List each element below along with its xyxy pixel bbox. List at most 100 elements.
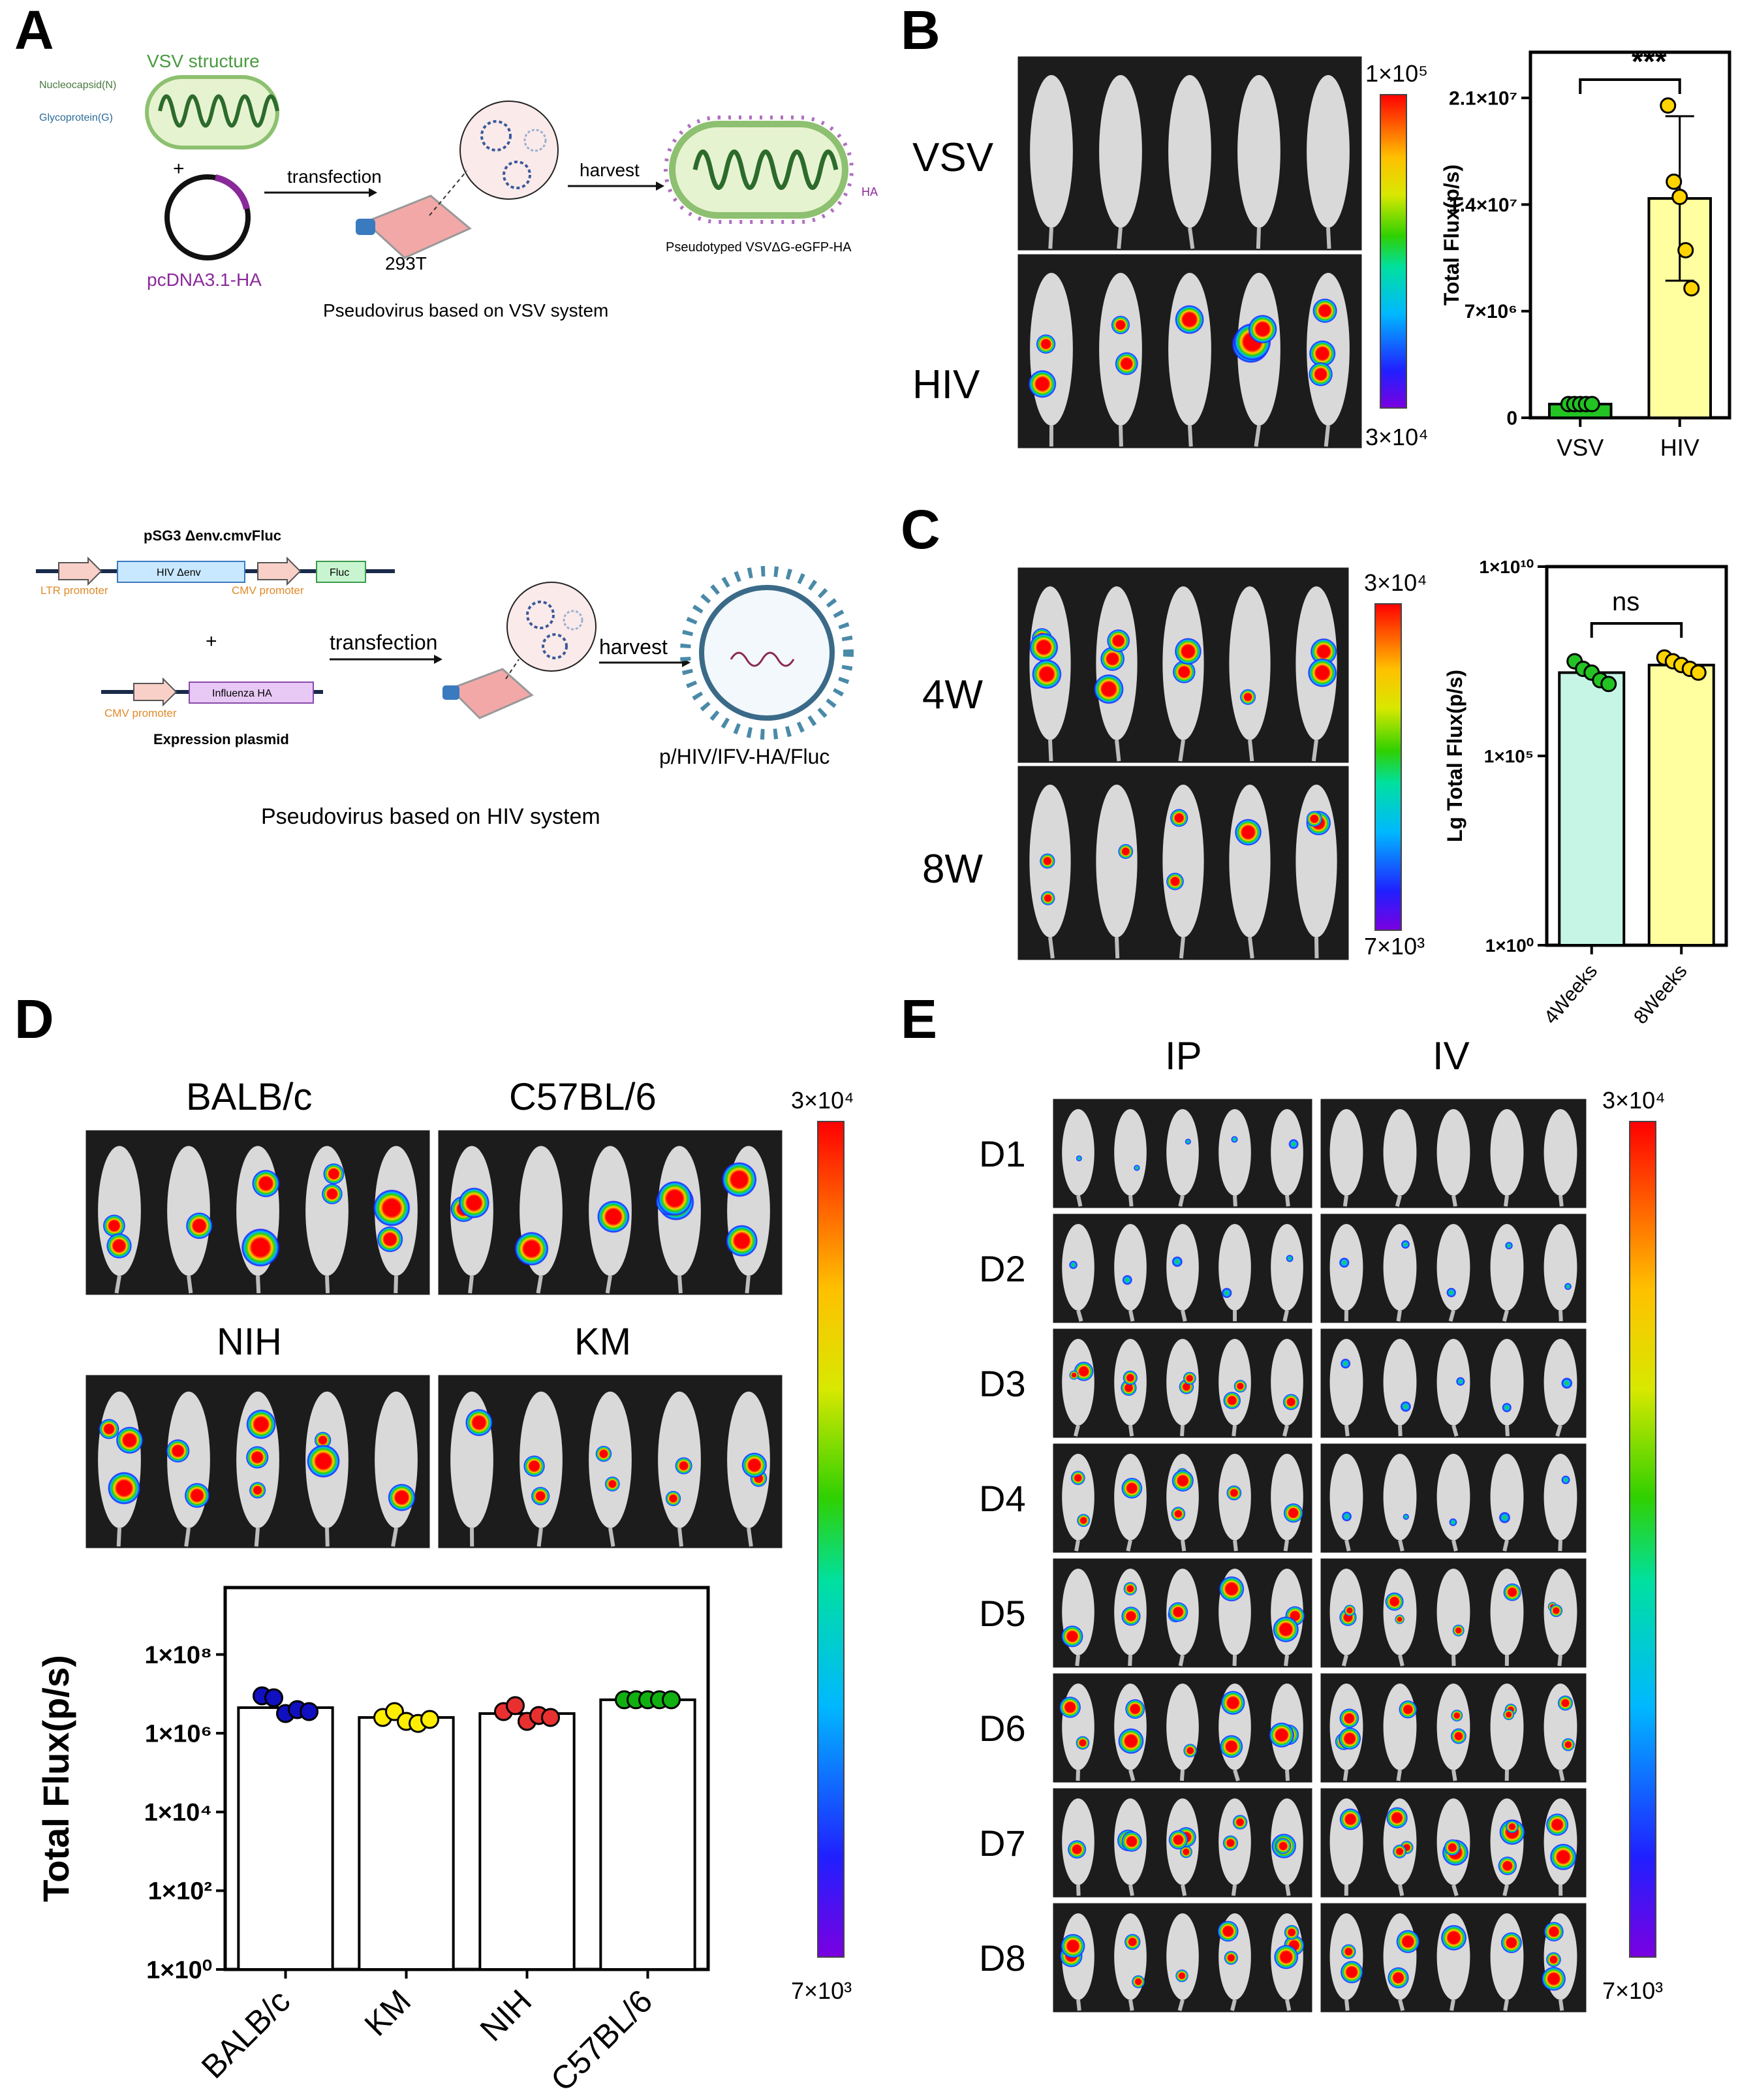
signal-spot bbox=[1561, 1475, 1570, 1484]
bar bbox=[1647, 663, 1715, 947]
transfection-label: transfection bbox=[287, 166, 382, 187]
signal-spot bbox=[1171, 1507, 1186, 1522]
mouse-tail bbox=[677, 1276, 683, 1294]
mouse-tail bbox=[1254, 425, 1261, 447]
signal-spot bbox=[1339, 1257, 1350, 1268]
day-label: D7 bbox=[979, 1823, 1026, 1864]
mouse-tail bbox=[1048, 227, 1053, 249]
mouse-tail bbox=[1324, 425, 1330, 447]
image-iv-day bbox=[1318, 1097, 1589, 1210]
signal-spot bbox=[1121, 1831, 1143, 1852]
plasmid-ha-insert bbox=[214, 174, 250, 210]
y-tick-label: 1×10⁶ bbox=[145, 1720, 212, 1747]
signal-spot bbox=[1218, 1576, 1245, 1602]
signal-spot bbox=[388, 1483, 416, 1512]
cell-line-label: 293T bbox=[385, 253, 427, 274]
image-iv-day bbox=[1318, 1441, 1589, 1555]
signal-spot bbox=[1455, 1377, 1465, 1387]
mouse-tail bbox=[1450, 1999, 1455, 2011]
image-km bbox=[436, 1373, 784, 1550]
image-ip-day bbox=[1051, 1901, 1314, 2014]
mouse-tail bbox=[1342, 1770, 1348, 1781]
mouse-tail bbox=[1396, 1310, 1402, 1322]
mouse-tail bbox=[1284, 1655, 1289, 1667]
mouse-body bbox=[1544, 1684, 1577, 1770]
image-4w-row bbox=[1016, 565, 1351, 765]
colorbar-d-max: 3×10⁴ bbox=[791, 1087, 854, 1114]
mouse-body bbox=[1062, 1109, 1094, 1196]
mouse-tail bbox=[1326, 227, 1331, 249]
strain-label-km: KM bbox=[574, 1321, 631, 1363]
signal-spot bbox=[1168, 1830, 1188, 1850]
mouse-tail bbox=[254, 1528, 260, 1547]
mouse-tail bbox=[1344, 1999, 1350, 2011]
y-tick-label: 1.4×10⁷ bbox=[1449, 195, 1517, 216]
signal-spot bbox=[1284, 1924, 1299, 1940]
data-point bbox=[1583, 396, 1600, 413]
mouse-body bbox=[1114, 1224, 1147, 1311]
signal-spot bbox=[106, 1232, 132, 1259]
mouse-tail bbox=[1502, 1539, 1509, 1552]
mouse-body bbox=[1490, 1339, 1524, 1426]
strain-label-balbc: BALB/c bbox=[186, 1076, 312, 1118]
panel-c-bioluminescence-images: 4W 8W 3×10⁴ 7×10³ bbox=[922, 565, 1427, 962]
hiv-product-label: p/HIV/IFV-HA/Fluc bbox=[659, 745, 830, 768]
signal-spot bbox=[314, 1432, 332, 1449]
signal-spot bbox=[1269, 1722, 1295, 1748]
mouse-body bbox=[1544, 1798, 1577, 1885]
signal-spot bbox=[1068, 1260, 1078, 1270]
mouse-tail bbox=[1248, 937, 1254, 959]
mouse-tail bbox=[1179, 1425, 1185, 1437]
signal-spot bbox=[1396, 1930, 1420, 1954]
plus-sign-2: + bbox=[206, 631, 217, 652]
signal-spot bbox=[1183, 1744, 1198, 1758]
data-point bbox=[264, 1688, 283, 1708]
expression-plasmid-label: Expression plasmid bbox=[153, 731, 289, 747]
y-tick-label: 2.1×10⁷ bbox=[1449, 88, 1517, 110]
signal-spot bbox=[1392, 1844, 1407, 1858]
signal-spot bbox=[1226, 1485, 1242, 1501]
signal-spot bbox=[1121, 1606, 1141, 1626]
mouse-tail bbox=[1048, 937, 1055, 959]
signal-spot bbox=[321, 1183, 343, 1205]
signal-spot bbox=[1549, 1843, 1577, 1871]
signal-spot bbox=[1070, 1470, 1085, 1486]
signal-spot bbox=[1440, 1924, 1467, 1951]
signal-spot bbox=[597, 1200, 630, 1233]
data-point bbox=[662, 1690, 681, 1710]
mouse-tail bbox=[1128, 1309, 1135, 1322]
signal-spot bbox=[1273, 1945, 1299, 1969]
signal-spot bbox=[1074, 1361, 1094, 1381]
mouse-body bbox=[1229, 785, 1271, 937]
mouse-body bbox=[1544, 1339, 1577, 1426]
mouse-body bbox=[1329, 1109, 1363, 1196]
signal-spot bbox=[323, 1163, 345, 1185]
mouse-body bbox=[1062, 1339, 1094, 1426]
signal-spot bbox=[116, 1426, 144, 1454]
mouse-body bbox=[1166, 1684, 1199, 1770]
mouse-body bbox=[1062, 1454, 1094, 1541]
virus-particle-icon bbox=[563, 610, 583, 631]
cmv-promoter-arrow-2 bbox=[133, 677, 178, 707]
y-tick-label: 1×10² bbox=[148, 1878, 212, 1905]
signal-spot bbox=[1183, 1371, 1196, 1385]
signal-spot bbox=[1505, 1820, 1519, 1834]
image-iv-day bbox=[1318, 1671, 1589, 1785]
colorbar-c-min: 7×10³ bbox=[1364, 933, 1425, 960]
hiv-env-box bbox=[117, 561, 245, 583]
mouse-body bbox=[1490, 1454, 1524, 1541]
mouse-tail bbox=[1342, 1195, 1348, 1207]
mouse-tail bbox=[1181, 1309, 1187, 1322]
signal-spot bbox=[1275, 1838, 1292, 1855]
data-point bbox=[420, 1710, 439, 1729]
signal-spot bbox=[1076, 1513, 1091, 1528]
virus-particle-icon bbox=[480, 120, 512, 151]
signal-spot bbox=[1234, 819, 1262, 846]
mouse-body bbox=[1099, 75, 1142, 228]
mouse-body bbox=[1436, 1339, 1470, 1426]
significance-bracket bbox=[1590, 622, 1683, 638]
signal-spot bbox=[1028, 369, 1057, 398]
mouse-tail bbox=[1314, 937, 1319, 959]
vsv-structure-title: VSV structure bbox=[147, 51, 260, 71]
